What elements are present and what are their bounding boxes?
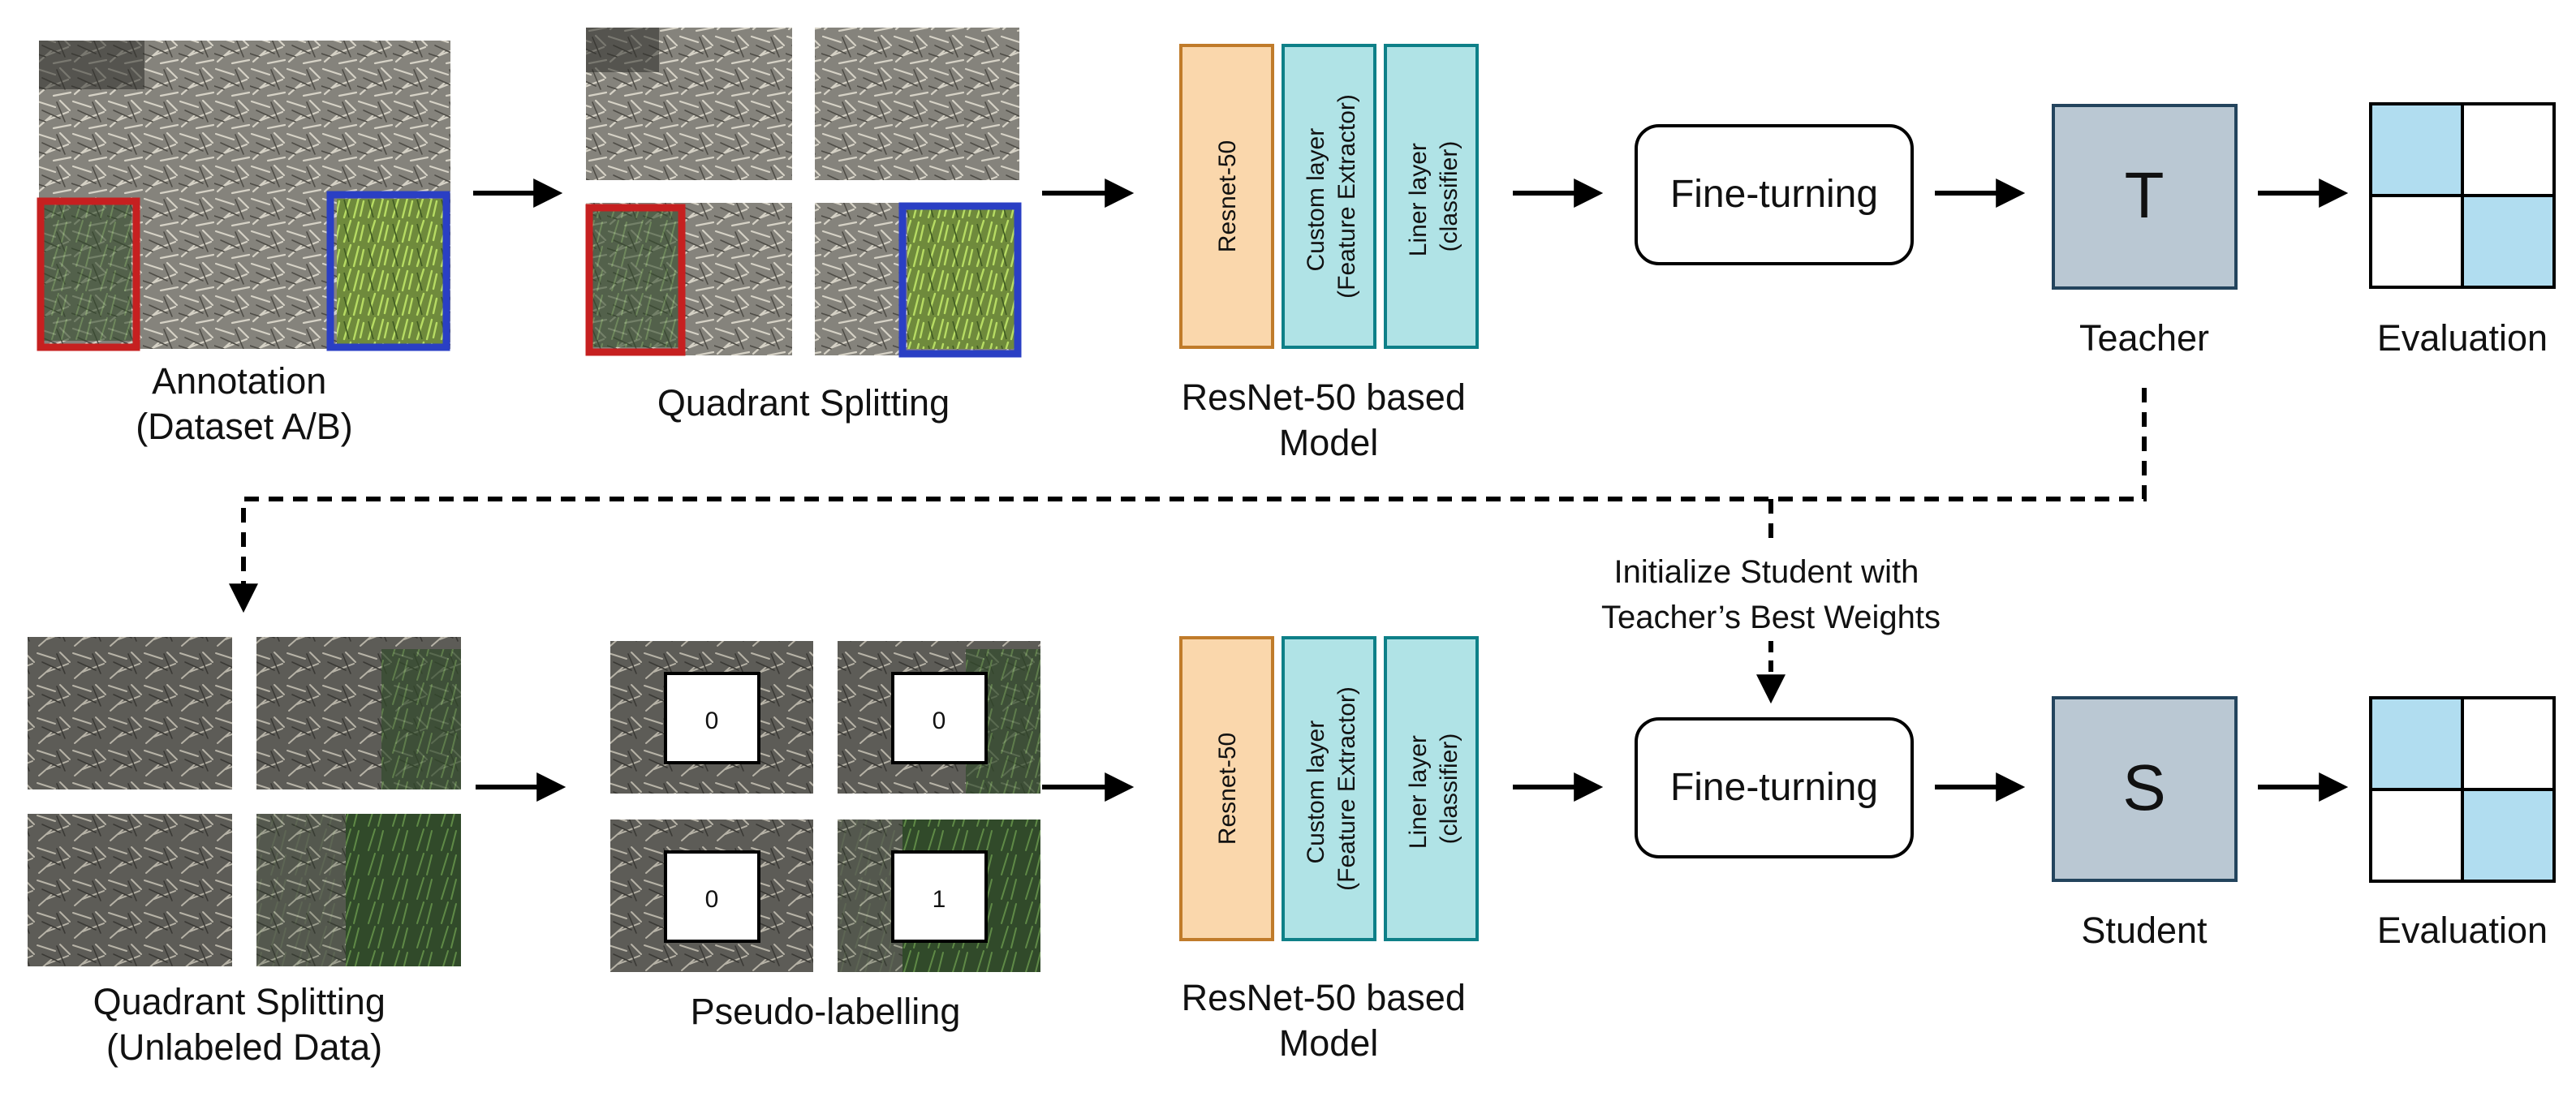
annotation-box-blue <box>326 191 450 351</box>
liner-layer-label-top: Liner layer (classifier) <box>1405 136 1462 256</box>
annotation-label: Annotation (Dataset A/B) <box>136 360 353 447</box>
quadrant-label-bottom: Quadrant Splitting (Unlabeled Data) <box>93 981 396 1068</box>
resnet-block-bottom <box>1179 636 1274 941</box>
teacher-letter: T <box>2125 159 2165 231</box>
model-block-bottom: Resnet-50 Custom layer (Feature Extracto… <box>1179 636 1479 941</box>
finetune-box-top <box>1635 124 1914 265</box>
finetune-box-bottom <box>1635 717 1914 858</box>
model-caption-top: ResNet-50 based Model <box>1182 376 1476 463</box>
liner-layer-block-top <box>1384 44 1479 349</box>
pseudo-label-grid: 0 0 0 1 <box>610 641 1040 972</box>
custom-layer-block-top <box>1282 44 1376 349</box>
liner-layer-block-bottom <box>1384 636 1479 941</box>
evaluation-label-bottom: Evaluation <box>2377 910 2548 951</box>
dashed-connector-teacher-to-unlabeled <box>229 388 2147 613</box>
quadrant-label-top: Quadrant Splitting <box>657 382 950 424</box>
model-block-top: Resnet-50 Custom layer (Feature Extracto… <box>1179 44 1479 349</box>
pseudo-label-value: 0 <box>705 708 719 734</box>
pseudo-label-value: 1 <box>933 886 946 913</box>
annotation-box-red <box>37 197 140 351</box>
resnet-label-top: Resnet-50 <box>1214 140 1241 252</box>
pseudo-label-box <box>891 672 988 764</box>
annotation-image <box>37 41 450 351</box>
pseudo-label-caption: Pseudo-labelling <box>691 991 961 1032</box>
finetune-label-top: Fine-turning <box>1670 173 1878 216</box>
teacher-box <box>2052 104 2238 290</box>
custom-layer-block-bottom <box>1282 636 1376 941</box>
custom-layer-label-bottom: Custom layer (Feature Extractor) <box>1303 686 1360 891</box>
finetune-label-bottom: Fine-turning <box>1670 766 1878 809</box>
teacher-label: Teacher <box>2079 317 2209 359</box>
init-note: Initialize Student with Teacher’s Best W… <box>1601 554 1941 635</box>
evaluation-grid-bottom <box>2369 696 2556 883</box>
student-letter: S <box>2122 751 2165 824</box>
resnet-block-top <box>1179 44 1274 349</box>
custom-layer-label-top: Custom layer (Feature Extractor) <box>1303 94 1360 299</box>
evaluation-grid-top <box>2369 102 2556 289</box>
student-box <box>2052 696 2238 882</box>
evaluation-label-top: Evaluation <box>2377 317 2548 359</box>
pseudo-label-value: 0 <box>705 886 719 913</box>
quadrant-split-unlabeled <box>28 637 461 966</box>
pseudo-label-box <box>891 850 988 943</box>
student-label: Student <box>2081 910 2208 951</box>
quadrant-box-blue <box>898 202 1022 358</box>
pseudo-label-box <box>664 672 760 764</box>
quadrant-split-top <box>585 28 1022 358</box>
model-caption-bottom: ResNet-50 based Model <box>1182 977 1476 1064</box>
liner-layer-label-bottom: Liner layer (classifier) <box>1405 729 1462 849</box>
pseudo-label-box <box>664 850 760 943</box>
pseudo-label-value: 0 <box>933 708 946 734</box>
resnet-label-bottom: Resnet-50 <box>1214 733 1241 845</box>
quadrant-box-red <box>585 204 686 356</box>
